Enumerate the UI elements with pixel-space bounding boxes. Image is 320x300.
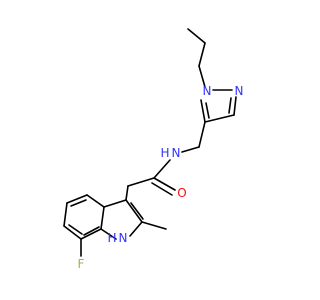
bond-c4-c5 (66, 194, 88, 204)
bond-c2-methyl (141, 221, 167, 230)
atom-n2: N (235, 84, 244, 98)
bond-c4-c5-inner (205, 102, 210, 119)
bond-c2-n1 (129, 221, 143, 237)
bond-propyl-ch3-ch2 (187, 28, 206, 44)
bond-propyl-ch2-ch2 (198, 42, 206, 67)
bond-c-ch2 (127, 177, 155, 187)
bond-c6-c7 (63, 225, 82, 240)
bond-c3a-c4 (86, 194, 105, 208)
atom-n-indole: N (119, 231, 128, 245)
bond-c3-c4 (204, 114, 235, 123)
bond-c3-c2-inner (130, 202, 144, 220)
bond-c4-c5 (200, 99, 206, 123)
bond-c7-c7a (80, 228, 102, 240)
atom-n-amide: N (172, 146, 181, 160)
bond-c4-c5-inner (70, 199, 87, 207)
amide-group (125, 159, 176, 201)
bond-c-o-double (151, 182, 173, 196)
bond-propyl-ch2-n1 (198, 65, 206, 88)
propyl-chain (187, 28, 206, 88)
molecule-diagram: N N N H O N H F (63, 28, 244, 271)
bond-c5-c6 (63, 202, 68, 227)
bond-c-o (153, 177, 176, 191)
bond-c3a-c3 (103, 199, 127, 208)
pyrazole-ring (200, 89, 237, 123)
bond-c7-c7a-inner (83, 226, 100, 236)
bond-n1-c7a (100, 228, 117, 240)
atom-h-indole: H (107, 231, 116, 245)
atom-f: F (78, 257, 85, 271)
bond-c3a-c7a (100, 206, 105, 230)
atom-labels: N N N H O N H F (78, 84, 244, 271)
atom-h-amide: H (160, 146, 169, 160)
atom-n1: N (203, 84, 212, 98)
bond-c3-c2 (125, 199, 143, 223)
bond-ch2-n-amide (181, 146, 200, 153)
bond-c6-c7-inner (68, 224, 83, 235)
indole-ring (63, 194, 167, 257)
bond-n2-c3 (233, 96, 237, 116)
bond-ch2-c3-indole (125, 185, 129, 201)
atom-o: O (177, 186, 186, 200)
bond-n2-c3-inner (228, 97, 232, 114)
bond-n-amide-c (153, 159, 171, 179)
bond-c4-ch2 (198, 121, 206, 148)
methylene-linker (181, 121, 206, 153)
